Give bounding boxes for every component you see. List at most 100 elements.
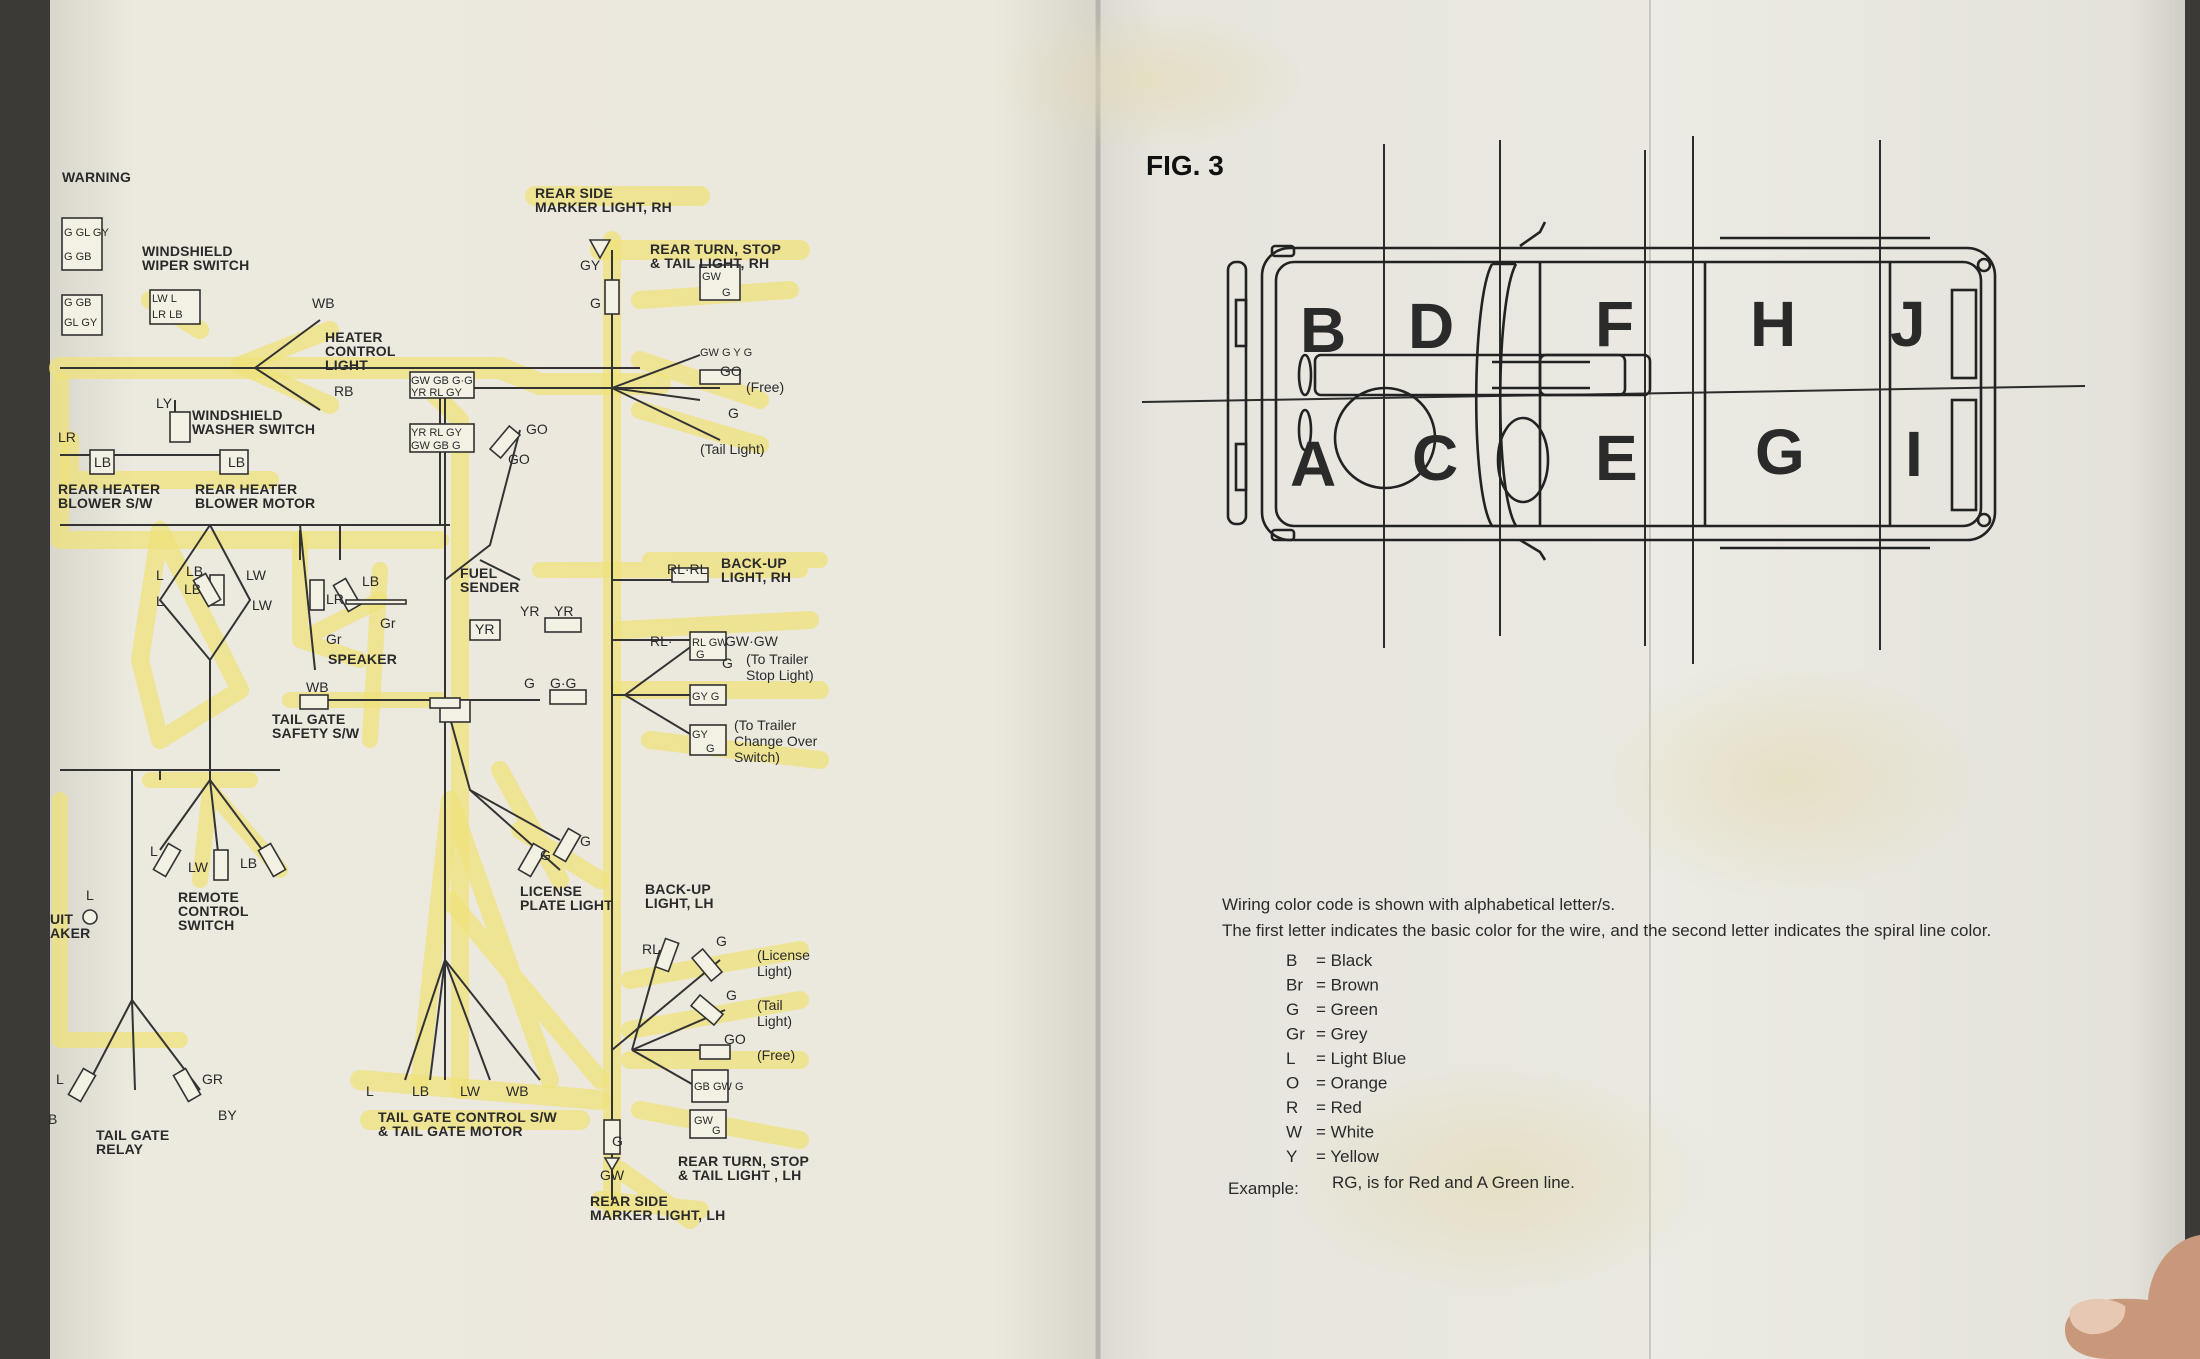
connector-code: LR LB [152,309,183,321]
legend-code-y: Y [1286,1147,1297,1166]
tail-light-2b: Light) [757,1013,792,1029]
zone-letter-b: B [1300,294,1346,366]
connector-code: RL GW [692,637,728,649]
tail-gate-safety-2: SAFETY S/W [272,725,360,741]
rear-side-marker-lh-2: MARKER LIGHT, LH [590,1207,725,1223]
legend-code-b: B [1286,951,1297,970]
wire-code: G [590,295,601,311]
back-up-lh-2: LIGHT, LH [645,895,714,911]
wire-code: L [56,1071,64,1087]
connector-code: GL GY [64,317,98,329]
zone-letters: B D F H J A C E G I [1290,288,1926,500]
legend-code-br: Br [1286,976,1303,995]
rear-side-marker-rh-1: REAR SIDE [535,185,613,201]
wire-code: YR [475,621,494,637]
wire-code: LB [240,855,257,871]
blower-motor-label-1: REAR HEATER [195,481,297,497]
wire-code: WB [506,1083,529,1099]
wire-code: GR [202,1071,223,1087]
wiper-switch-label-2: WIPER SWITCH [142,257,249,273]
wire-code: G [612,1133,623,1149]
color-code-legend: Wiring color code is shown with alphabet… [1222,895,1991,1198]
wiring-diagram: WARNING WINDSHIELD WIPER SWITCH HEATER C… [48,169,829,1229]
wire-code: Gr [380,615,396,631]
connector-code: G [712,1125,721,1137]
wire-code: LW [188,859,209,875]
wire-code: RB [334,383,353,399]
connector-code: GW G Y G [700,347,752,359]
license-plate-2: PLATE LIGHT [520,897,613,913]
wire-code: YR [520,603,539,619]
rear-turn-lh-2: & TAIL LIGHT , LH [678,1167,801,1183]
wire-code: LB [228,454,245,470]
wire-code: WB [306,679,329,695]
wire-code: G [728,405,739,421]
trailer-stop-2: Stop Light) [746,667,814,683]
wire-code: GO [724,1031,746,1047]
wire-code: LB [412,1083,429,1099]
wire-code: L [366,1083,374,1099]
free-label-2: (Free) [757,1047,795,1063]
wire-code: WB [312,295,335,311]
trailer-change-2: Change Over [734,733,818,749]
wire-code: G [524,675,535,691]
washer-switch-label-1: WINDSHIELD [192,407,283,423]
license-light-1: (License [757,947,810,963]
legend-code-w: W [1286,1123,1302,1142]
wire-code: LB [186,563,203,579]
water-stain-1 [1590,660,1990,900]
zone-letter-h: H [1750,288,1796,360]
legend-color-name: = Yellow [1316,1147,1380,1166]
wire-code: LW [252,597,273,613]
zone-letter-e: E [1595,422,1638,494]
wire-code: B [48,1111,57,1127]
wire-code: LW [460,1083,481,1099]
diagram-labels: WARNING WINDSHIELD WIPER SWITCH HEATER C… [50,169,818,1223]
heater-label-3: LIGHT [325,357,368,373]
legend-code-l: L [1286,1049,1295,1068]
rear-side-marker-lh-1: REAR SIDE [590,1193,668,1209]
legend-code-r: R [1286,1098,1298,1117]
example-label: Example: [1228,1179,1299,1198]
wire-code: L [150,843,158,859]
wire-code: L [156,593,164,609]
legend-color-name: = Grey [1316,1025,1368,1044]
wire-code: L [156,567,164,583]
connector-code: LW L [152,293,177,305]
zone-letter-a: A [1290,428,1336,500]
fuel-sender-1: FUEL [460,565,498,581]
circuit-breaker-1: UIT [50,911,73,927]
wire-code: YR [554,603,573,619]
legend-code-gr: Gr [1286,1025,1305,1044]
circuit-breaker-2: AKER [50,925,90,941]
zone-letter-j: J [1890,288,1926,360]
wire-code: GO [508,451,530,467]
wire-code: G [716,933,727,949]
rear-heater-sw-label-2: BLOWER S/W [58,495,153,511]
tail-gate-relay-2: RELAY [96,1141,144,1157]
connector-code: G [722,287,731,299]
connector-code: G GL GY [64,227,109,239]
connector-code: G GB [64,297,92,309]
tail-light-label-1: (Tail Light) [700,441,765,457]
legend-intro-2: The first letter indicates the basic col… [1222,921,1991,940]
rear-heater-sw-label-1: REAR HEATER [58,481,160,497]
legend-color-name: = Brown [1316,976,1379,995]
legend-color-name: = Black [1316,951,1373,970]
wire-code: LB [94,454,111,470]
legend-intro-1: Wiring color code is shown with alphabet… [1222,895,1615,914]
connector-code: GW [694,1115,714,1127]
wire-code: Gr [326,631,342,647]
wire-code: LY [156,395,173,411]
figure-3: FIG. 3 [1141,136,2086,1198]
zone-letter-c: C [1412,422,1458,494]
wire-code: RL· [650,633,673,649]
zone-letter-f: F [1595,288,1634,360]
legend-code-o: O [1286,1074,1299,1093]
water-stain-2 [990,10,1310,150]
wire-code: G [726,987,737,1003]
zone-letter-i: I [1905,418,1923,490]
fuel-sender-2: SENDER [460,579,520,595]
back-up-rh-1: BACK-UP [721,555,787,571]
